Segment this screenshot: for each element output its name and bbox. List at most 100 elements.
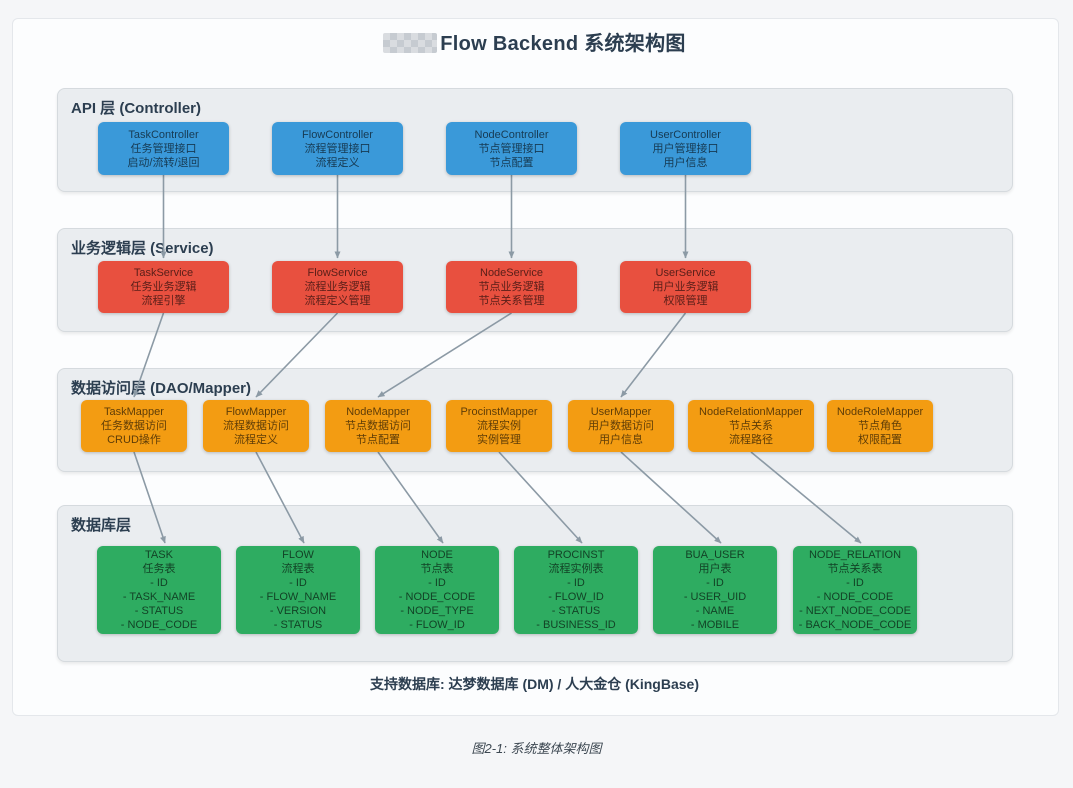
node-line: 用户管理接口 [652, 142, 719, 155]
node-line: FLOW [282, 549, 314, 561]
node-line: NODE_RELATION [808, 549, 902, 561]
node-line: - USER_UID [683, 591, 747, 603]
node-line: - ID [706, 577, 724, 589]
page-title: Flow Backend 系统架构图 [12, 27, 1057, 56]
node-line: - NODE_CODE [816, 591, 894, 603]
node-line: 任务业务逻辑 [130, 281, 197, 293]
node-line: 流程引擎 [141, 295, 186, 307]
node-line: ProcinstMapper [460, 406, 538, 418]
node-line: 流程实例 [477, 420, 521, 432]
node-line: 流程数据访问 [223, 420, 289, 432]
node-line: 节点关系表 [827, 563, 883, 575]
node-line: 用户数据访问 [588, 420, 654, 432]
node-line: - FLOW_NAME [259, 591, 337, 603]
node-line: - NEXT_NODE_CODE [799, 605, 911, 617]
node-line: 节点管理接口 [478, 142, 545, 155]
node-line: 实例管理 [477, 434, 521, 446]
redacted-mosaic-icon [383, 33, 438, 53]
node-line: 节点关系管理 [478, 295, 545, 307]
node-line: UserMapper [590, 406, 652, 418]
node-line: CRUD操作 [107, 434, 161, 446]
node-line: 流程实例表 [548, 563, 604, 575]
node-line: 流程业务逻辑 [304, 281, 371, 293]
node-flowmapper: FlowMapper 流程数据访问流程定义 [203, 400, 309, 452]
node-line: NodeService [480, 267, 543, 279]
node-line: PROCINST [547, 549, 605, 561]
node-line: 流程路径 [729, 434, 773, 446]
node-taskmapper: TaskMapper 任务数据访问 CRUD操作 [81, 400, 187, 452]
node-line: - BUSINESS_ID [536, 619, 616, 631]
node-line: - ID [289, 577, 307, 589]
node-line: - ID [428, 577, 446, 589]
node-line: 任务数据访问 [101, 420, 167, 432]
node-flowservice: FlowService 流程业务逻辑流程定义管理 [272, 261, 403, 313]
node-line: NodeMapper [346, 406, 410, 418]
node-line: 用户业务逻辑 [652, 281, 719, 293]
node-line: FlowController [302, 128, 373, 141]
node-line: 节点数据访问 [345, 420, 411, 432]
node-line: FlowService [307, 267, 368, 279]
node-line: - MOBILE [690, 619, 740, 631]
layer-dao-title: 数据访问层 (DAO/Mapper) [71, 380, 252, 397]
node-line: 流程表 [281, 563, 315, 575]
node-line: FlowMapper [225, 406, 287, 418]
figure-caption: 图2-1: 系统整体架构图 [471, 741, 602, 756]
node-noderolemapper: NodeRoleMapper 节点角色权限配置 [827, 400, 933, 452]
node-line: - FLOW_ID [409, 619, 465, 631]
node-nodemapper: NodeMapper 节点数据访问节点配置 [325, 400, 431, 452]
node-line: 节点业务逻辑 [478, 281, 545, 293]
node-line: 启动/流转/退回 [127, 156, 200, 169]
node-userservice: UserService 用户业务逻辑权限管理 [620, 261, 751, 313]
node-line: 权限管理 [663, 295, 708, 307]
node-line: - STATUS [273, 619, 323, 631]
node-procinst: PROCINST 流程实例表 - ID - FLOW_ID - STATUS - BUSI… [514, 546, 638, 634]
node-line: 流程定义 [315, 156, 360, 169]
node-line: NodeRoleMapper [836, 406, 924, 418]
node-line: 节点配置 [356, 434, 400, 446]
node-line: TaskMapper [104, 406, 164, 418]
node-line: NodeController [474, 128, 549, 141]
node-line: - NODE_TYPE [400, 605, 474, 617]
node-line: TASK [145, 549, 173, 561]
node-line: - BACK_NODE_CODE [798, 619, 912, 631]
node-line: - STATUS [134, 605, 184, 617]
node-line: 用户信息 [663, 156, 708, 169]
node-line: 流程管理接口 [304, 142, 371, 155]
node-line: 流程定义 [234, 434, 278, 446]
node-usermapper: UserMapper 用户数据访问用户信息 [568, 400, 674, 452]
node-line: - STATUS [551, 605, 601, 617]
db-support-note: 支持数据库: 达梦数据库 (DM) / 人大金仓 (KingBase) [370, 676, 699, 692]
node-line: TaskController [128, 128, 199, 141]
node-line: - ID [150, 577, 168, 589]
node-line: 用户表 [698, 563, 732, 575]
node-line: 权限配置 [858, 434, 902, 446]
node-procinstmapper: ProcinstMapper 流程实例实例管理 [446, 400, 552, 452]
node-line: - ID [846, 577, 864, 589]
layer-service-title: 业务逻辑层 (Service) [71, 240, 214, 257]
node-line: 节点表 [420, 563, 454, 575]
page-title-text: Flow Backend 系统架构图 [440, 33, 686, 55]
node-nodeservice: NodeService 节点业务逻辑节点关系管理 [446, 261, 577, 313]
node-line: 任务管理接口 [130, 142, 197, 155]
node-line: 流程定义管理 [304, 295, 371, 307]
node-line: UserService [655, 267, 716, 279]
node-line: 节点关系 [729, 420, 773, 432]
node-line: - ID [567, 577, 585, 589]
node-line: 用户信息 [599, 434, 643, 446]
layer-api-title: API 层 (Controller) [71, 100, 201, 117]
node-node_relation: NODE_RELATION 节点关系表 - ID - NODE_CODE - NEXT_… [793, 546, 917, 634]
node-line: 任务表 [142, 563, 176, 575]
node-line: - NODE_CODE [120, 619, 198, 631]
node-line: BUA_USER [685, 549, 745, 561]
node-line: 节点角色 [858, 420, 902, 432]
node-line: - FLOW_ID [548, 591, 604, 603]
node-line: UserController [650, 128, 721, 141]
